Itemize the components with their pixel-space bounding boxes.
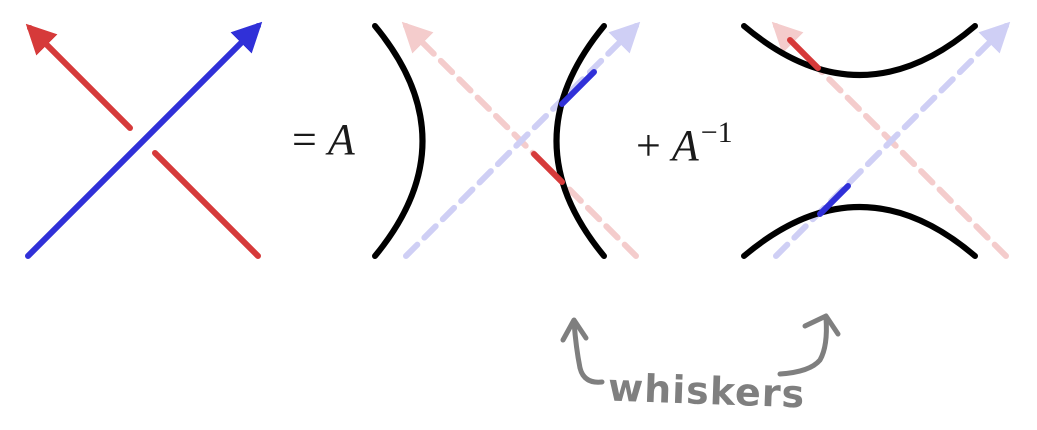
coefficient-a-label: = A: [292, 118, 355, 162]
red-strand-lower: [152, 150, 261, 259]
inverse-exponent: −1: [700, 116, 733, 149]
left-pointer-arrowhead: [560, 317, 589, 343]
coefficient-a: A: [327, 115, 355, 164]
whiskers-annotation: whiskers: [607, 365, 806, 417]
top-arc: [741, 23, 978, 78]
faded-blue-strand: [403, 21, 641, 259]
left-arc: [372, 23, 426, 259]
coefficient-a-inverse-label: + A−1: [636, 118, 733, 168]
red-whisker: [531, 151, 565, 185]
crossing-panel: [25, 21, 263, 259]
left-pointer-arrow: [571, 319, 605, 385]
blue-whisker: [559, 69, 597, 107]
right-arc: [553, 23, 607, 259]
coefficient-a-inverse: A: [671, 121, 699, 170]
blue-strand: [25, 21, 263, 259]
vertical-smoothing-panel: [372, 21, 641, 259]
plus-sign: +: [636, 121, 661, 170]
right-pointer-arrow: [777, 315, 829, 377]
red-whisker: [787, 37, 821, 71]
bottom-arc: [741, 204, 978, 259]
horizontal-smoothing-panel: [741, 21, 1011, 259]
whiskers-annotation-arrows: [560, 313, 841, 385]
equals-sign: =: [292, 115, 317, 164]
blue-whisker: [817, 183, 851, 217]
red-strand-upper: [25, 23, 133, 131]
right-pointer-arrowhead: [802, 313, 841, 337]
